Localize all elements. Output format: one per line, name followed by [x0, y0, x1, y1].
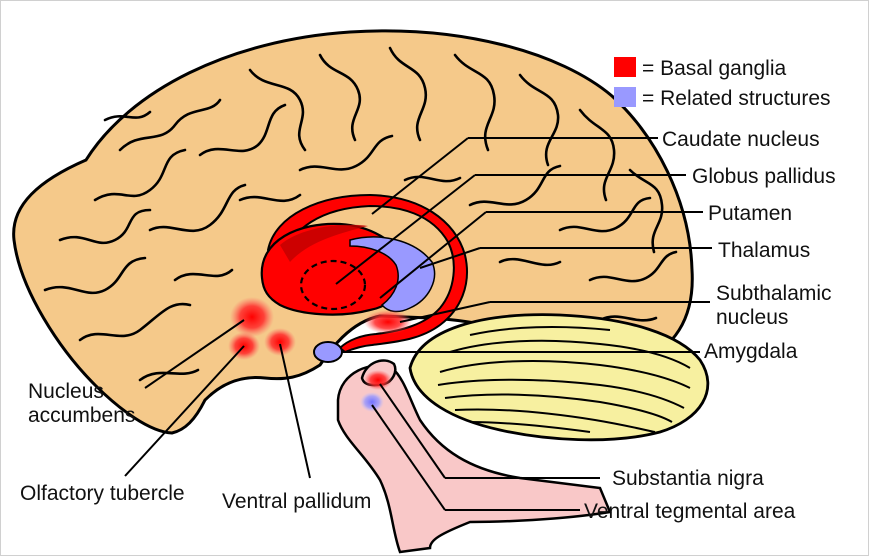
label-subthalamic-line2: nucleus — [716, 306, 788, 329]
legend: = Basal ganglia = Related structures — [614, 57, 831, 110]
legend-swatch-related-structures — [614, 87, 636, 107]
label-ventral-tegmental-area: Ventral tegmental area — [584, 500, 796, 523]
brainstem — [336, 364, 612, 554]
substantia-nigra-spot — [364, 370, 392, 390]
gyri-lines — [43, 46, 678, 382]
label-nucleus-accumbens-line1: Nucleus — [28, 380, 104, 403]
legend-related-structures: = Related structures — [642, 87, 831, 110]
label-nucleus-accumbens-line2: accumbens — [28, 404, 135, 427]
label-putamen: Putamen — [708, 202, 792, 225]
label-thalamus: Thalamus — [718, 239, 810, 262]
label-amygdala: Amygdala — [704, 340, 798, 363]
legend-basal-ganglia: = Basal ganglia — [642, 57, 787, 80]
amygdala — [313, 341, 343, 363]
label-caudate-nucleus: Caudate nucleus — [662, 128, 820, 151]
nucleus-accumbens-spot — [230, 297, 274, 337]
cerebellum-folia — [437, 326, 691, 433]
subthalamic-nucleus-spot — [364, 310, 412, 334]
label-subthalamic-line1: Subthalamic — [716, 282, 832, 305]
label-substantia-nigra: Substantia nigra — [612, 467, 764, 490]
ventral-pallidum-spot — [264, 328, 296, 356]
leader-lines — [124, 137, 712, 511]
ventral-tegmental-area-spot — [360, 392, 384, 412]
basal-ganglia-shade — [280, 224, 368, 262]
label-olfactory-tubercle: Olfactory tubercle — [20, 482, 185, 505]
legend-swatch-basal-ganglia — [614, 57, 636, 77]
label-globus-pallidus: Globus pallidus — [692, 165, 836, 188]
label-ventral-pallidum: Ventral pallidum — [222, 490, 371, 513]
